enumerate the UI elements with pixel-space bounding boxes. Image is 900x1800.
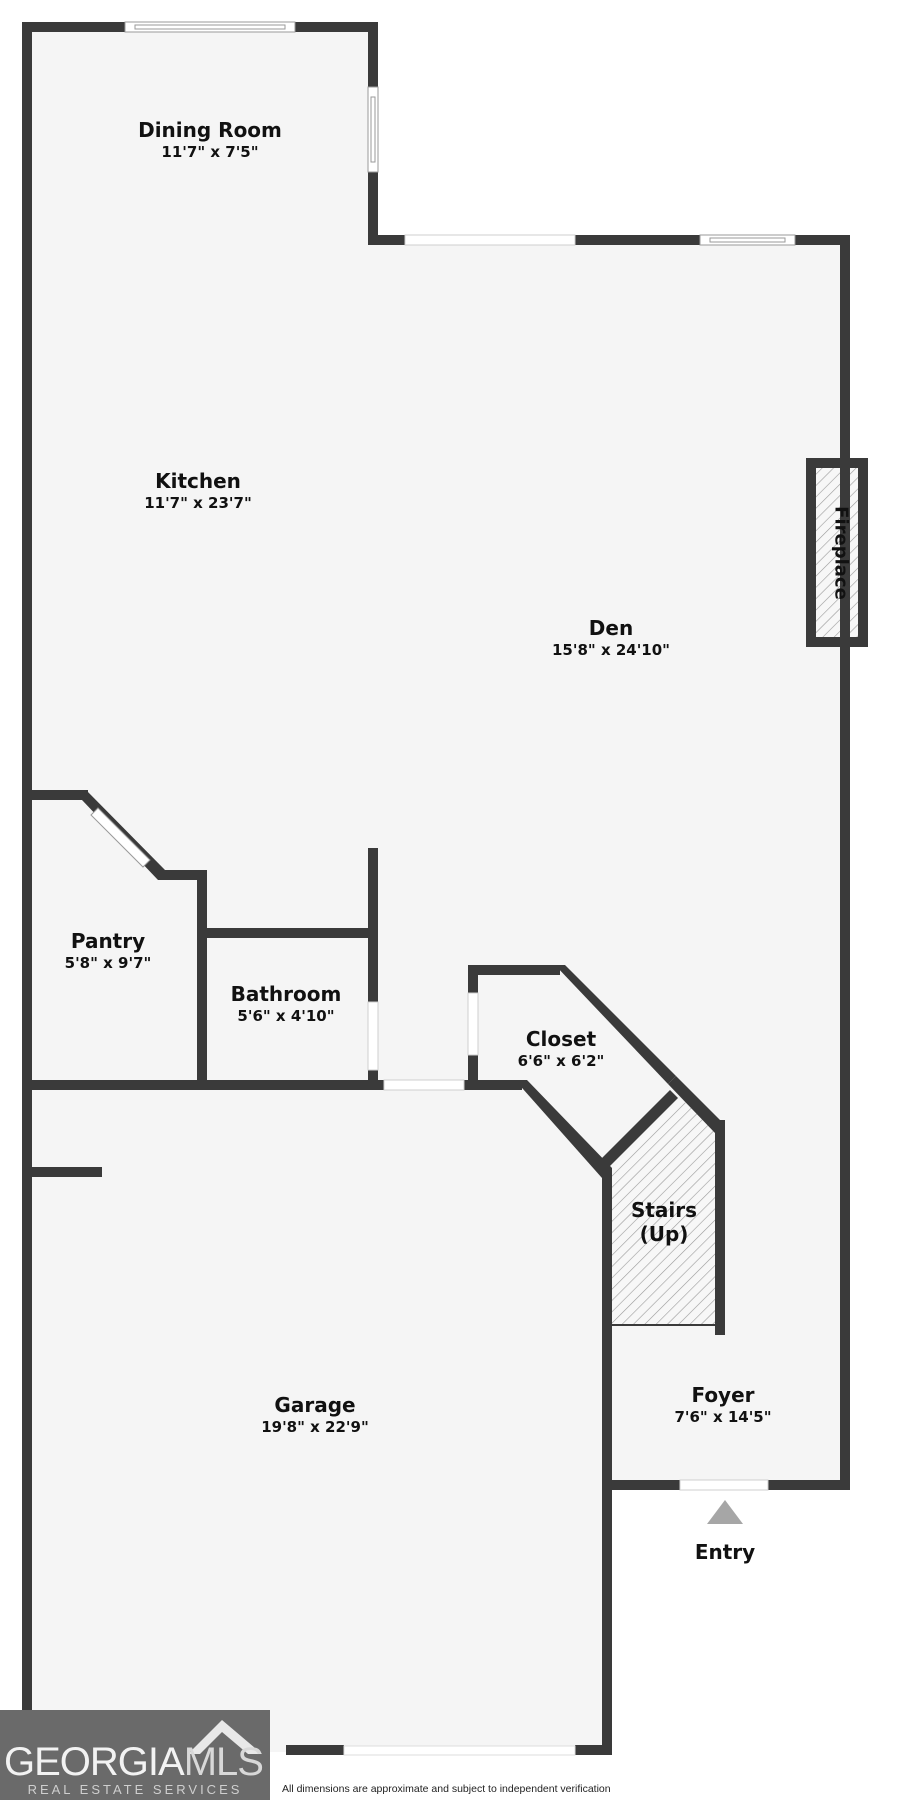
room-dimensions: 5'6" x 4'10" [237, 1007, 335, 1025]
entry-arrow-icon [707, 1500, 743, 1524]
room-dimensions: 5'8" x 9'7" [64, 954, 152, 972]
room-label-closet: Closet 6'6" x 6'2" [518, 1027, 605, 1071]
roof-icon [188, 1720, 262, 1754]
georgia-mls-logo: GEORGIAMLS REAL ESTATE SERVICES [0, 1710, 270, 1800]
room-dimensions: 11'7" x 23'7" [144, 494, 252, 512]
stairs-label: Stairs (Up) [631, 1198, 697, 1246]
room-name: Den [588, 616, 634, 640]
room-dimensions: 6'6" x 6'2" [517, 1052, 605, 1070]
windows [90, 21, 796, 1756]
room-name: Dining Room [138, 118, 282, 142]
room-label-pantry: Pantry 5'8" x 9'7" [65, 929, 152, 973]
entry-label: Entry [694, 1540, 756, 1564]
room-name: Closet [525, 1027, 597, 1051]
room-label-garage: Garage 19'8" x 22'9" [261, 1393, 369, 1437]
stairs-label-line2: (Up) [639, 1222, 689, 1246]
room-name: Bathroom [230, 982, 342, 1006]
room-name: Foyer [691, 1383, 755, 1407]
room-dimensions: 15'8" x 24'10" [552, 641, 670, 659]
room-label-den: Den 15'8" x 24'10" [552, 616, 670, 660]
room-label-kitchen: Kitchen 11'7" x 23'7" [144, 469, 252, 513]
room-dimensions: 7'6" x 14'5" [674, 1408, 772, 1426]
stairs [612, 1098, 715, 1325]
fireplace-label: Fireplace [830, 506, 852, 600]
room-dimensions: 11'7" x 7'5" [161, 143, 259, 161]
logo-wordmark: GEORGIAMLS [4, 1740, 264, 1785]
room-label-dining: Dining Room 11'7" x 7'5" [138, 118, 282, 162]
room-label-foyer: Foyer 7'6" x 14'5" [674, 1383, 771, 1427]
disclaimer-text: All dimensions are approximate and subje… [282, 1783, 611, 1795]
floor-area [27, 27, 845, 1752]
room-label-bathroom: Bathroom 5'6" x 4'10" [231, 982, 342, 1026]
logo-word-mls: MLS [183, 1740, 264, 1784]
fireplace [806, 458, 868, 647]
stairs-label-line1: Stairs [630, 1198, 698, 1222]
logo-tagline: REAL ESTATE SERVICES [27, 1782, 243, 1797]
logo-word-georgia: GEORGIA [4, 1740, 185, 1784]
room-name: Pantry [70, 929, 146, 953]
room-dimensions: 19'8" x 22'9" [261, 1418, 369, 1436]
room-name: Kitchen [155, 469, 241, 493]
room-name: Garage [274, 1393, 356, 1417]
